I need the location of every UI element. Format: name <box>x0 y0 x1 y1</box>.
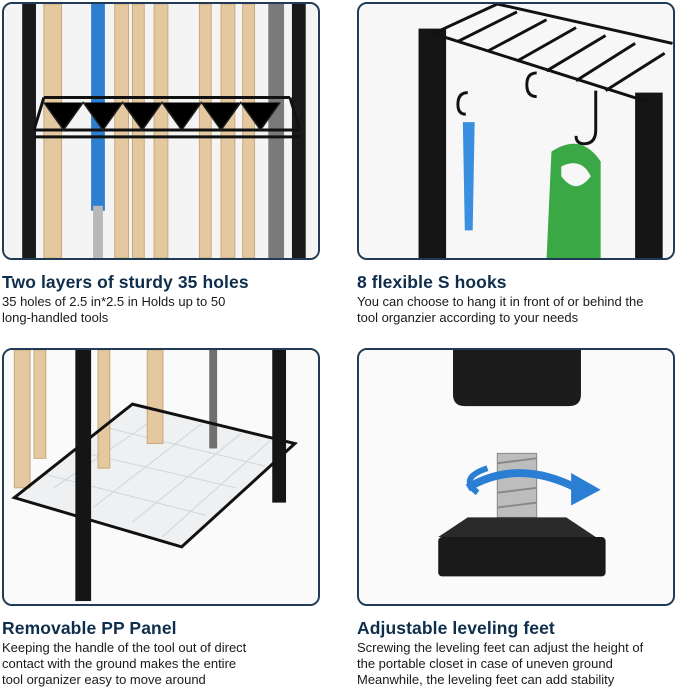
feature-caption: Removable PP Panel Keeping the handle of… <box>2 618 332 688</box>
feature-title: 8 flexible S hooks <box>357 272 507 292</box>
feature-caption: 8 flexible S hooks You can choose to han… <box>357 272 679 326</box>
s-hooks-photo <box>357 2 675 260</box>
feature-description: the portable closet in case of uneven gr… <box>357 656 613 671</box>
feature-title: Two layers of sturdy 35 holes <box>2 272 249 292</box>
feature-description: tool organizer easy to move around <box>2 672 206 687</box>
feature-description: 35 holes of 2.5 in*2.5 in Holds up to 50 <box>2 294 226 309</box>
leveling-feet-photo <box>357 348 675 606</box>
feature-description: Keeping the handle of the tool out of di… <box>2 640 247 655</box>
feature-title: Adjustable leveling feet <box>357 618 555 638</box>
feature-description: contact with the ground makes the entire <box>2 656 237 671</box>
feature-description: tool organzier according to your needs <box>357 310 579 325</box>
feature-description: Screwing the leveling feet can adjust th… <box>357 640 644 655</box>
feature-caption: Adjustable leveling feet Screwing the le… <box>357 618 679 688</box>
feature-caption: Two layers of sturdy 35 holes 35 holes o… <box>2 272 332 326</box>
feature-title: Removable PP Panel <box>2 618 177 638</box>
feature-description: You can choose to hang it in front of or… <box>357 294 644 309</box>
pp-panel-photo <box>2 348 320 606</box>
sturdy-holes-photo <box>2 2 320 260</box>
feature-description: Meanwhile, the leveling feet can add sta… <box>357 672 615 687</box>
feature-description: long-handled tools <box>2 310 109 325</box>
